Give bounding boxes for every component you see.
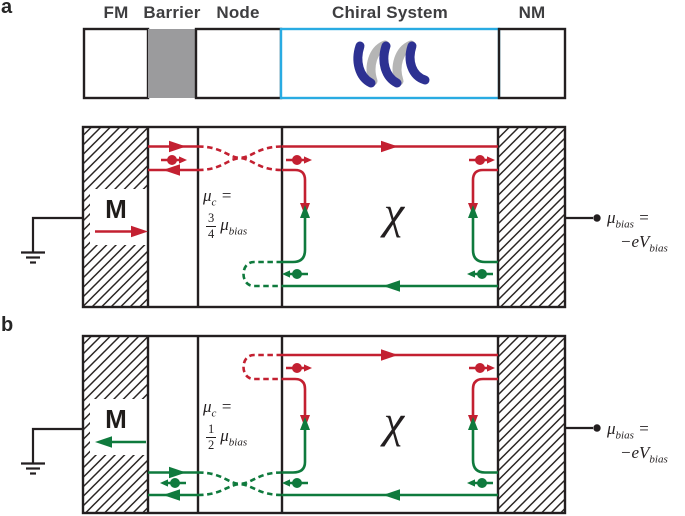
panel-b-diagram — [21, 334, 601, 515]
helix-molecule-icon — [353, 40, 430, 88]
panel-label-a: a — [1, 0, 13, 18]
nm-electrode-a — [498, 127, 565, 307]
node-potential-a-line1: μc = — [203, 186, 233, 209]
bias-potential-b-line1: μbias = — [607, 419, 650, 442]
fm-layer-box — [82, 27, 150, 100]
spin-down-marker — [467, 269, 493, 279]
layer-label-chiral: Chiral System — [332, 3, 448, 22]
chirality-symbol-b: χ — [383, 396, 405, 447]
bias-potential-b-line2: −eVbias — [620, 443, 668, 466]
magnetization-label-a: M — [105, 194, 127, 224]
bias-terminal-a — [565, 214, 601, 222]
spin-up-marker — [469, 363, 495, 373]
spin-up-marker — [469, 155, 495, 165]
layer-label-node: Node — [216, 3, 260, 22]
barrier-layer-box — [148, 29, 196, 98]
nm-layer-box — [497, 27, 567, 100]
panel-label-b: b — [1, 314, 14, 336]
bias-potential-b: μbias = −eVbias — [607, 419, 668, 466]
spin-down-marker — [160, 478, 186, 488]
magnetization-label-b: M — [105, 404, 127, 434]
node-layer-box — [194, 27, 283, 100]
spin-up-marker — [286, 155, 312, 165]
spin-down-marker — [282, 269, 308, 279]
spin-down-marker — [282, 478, 308, 488]
bias-terminal-b — [565, 424, 601, 432]
layer-label-fm: FM — [103, 3, 129, 22]
layer-label-barrier: Barrier — [143, 3, 201, 22]
ground-symbol-a — [21, 216, 83, 264]
device-stack-bar — [82, 27, 567, 100]
spin-up-marker — [161, 155, 187, 165]
magnetization-arrow-a — [95, 225, 148, 238]
bias-potential-a-line2: −eVbias — [620, 232, 668, 255]
spin-down-path-b — [148, 417, 498, 501]
spin-up-path-a — [148, 140, 498, 216]
bias-potential-a-line1: μbias = — [607, 208, 650, 231]
bias-potential-a: μbias = −eVbias — [607, 208, 668, 255]
spin-up-marker — [286, 363, 312, 373]
nm-electrode-b — [498, 336, 565, 513]
panel-a-diagram — [21, 125, 601, 309]
chiral-layer-box — [279, 27, 501, 100]
magnetization-arrow-b — [95, 436, 146, 448]
node-potential-b-line1: μc = — [203, 397, 233, 420]
layer-label-nm: NM — [518, 3, 546, 22]
ground-symbol-b — [21, 427, 83, 475]
chirality-symbol-a: χ — [383, 187, 405, 238]
spin-down-marker — [467, 478, 493, 488]
spin-down-path-a — [242, 205, 498, 292]
